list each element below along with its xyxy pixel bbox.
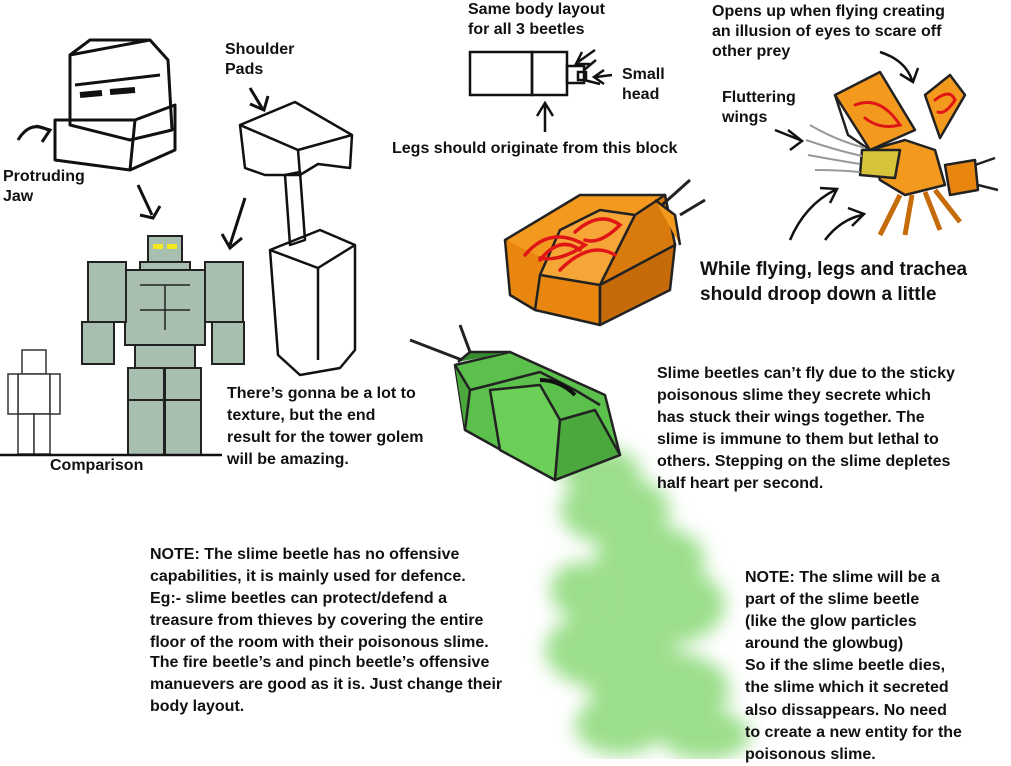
jaw-arrowhead bbox=[35, 124, 53, 143]
golem-eye-right bbox=[167, 244, 177, 249]
opens-up-arrow bbox=[879, 50, 920, 84]
head-to-golem-arrow bbox=[136, 184, 162, 220]
slime-beetle-note: NOTE: The slime beetle has no offensive … bbox=[150, 522, 489, 654]
slime-fly-note: Slime beetles can’t fly due to the stick… bbox=[657, 365, 955, 493]
golem-head-sketch bbox=[53, 38, 177, 172]
small-head-arrow bbox=[591, 68, 613, 86]
offensive-note: The fire beetle’s and pinch beetle’s off… bbox=[150, 654, 503, 716]
shoulder-pad-sketch bbox=[238, 100, 357, 377]
layout-arrow bbox=[573, 48, 596, 66]
flying-beetle bbox=[833, 70, 999, 237]
legs-origin-label: Legs should originate from this block bbox=[392, 140, 678, 157]
flying-beetle-eye-markings bbox=[853, 92, 957, 128]
slime-entity-note-keyword: NOTE: bbox=[745, 569, 795, 587]
slime-entity-note: NOTE: The slime will be a part of the sl… bbox=[745, 545, 962, 766]
flying-legs-label: While flying, legs and trachea should dr… bbox=[700, 259, 968, 305]
slime-entity-note-text: The slime will be a part of the slime be… bbox=[745, 569, 962, 763]
slime-beetle-note-keyword: NOTE: bbox=[150, 546, 200, 564]
slime-beetle-note-text: The slime beetle has no offensive capabi… bbox=[150, 546, 489, 652]
golem-eye-left bbox=[153, 244, 163, 249]
slime-beetle bbox=[409, 324, 622, 482]
golem-chest-lines bbox=[140, 284, 190, 330]
tower-golem bbox=[81, 235, 245, 456]
small-head-label: Small head bbox=[622, 66, 665, 103]
shoulder-pads-label: Shoulder Pads bbox=[225, 41, 295, 78]
body-layout-diagram bbox=[468, 50, 601, 97]
human-comparison bbox=[7, 349, 61, 455]
shoulder-arrow bbox=[248, 87, 270, 113]
body-layout-label: Same body layout for all 3 beetles bbox=[468, 1, 605, 38]
droop-arrow-1 bbox=[788, 186, 839, 241]
texture-note: There’s gonna be a lot to texture, but t… bbox=[227, 385, 424, 469]
fluttering-wings-label: Fluttering wings bbox=[722, 89, 796, 126]
fluttering-wing-lines bbox=[805, 124, 866, 173]
comparison-label: Comparison bbox=[50, 457, 144, 474]
legs-origin-arrow bbox=[535, 100, 555, 132]
slime-trail bbox=[545, 448, 750, 759]
wings-arrow bbox=[774, 128, 805, 151]
fire-beetle-eye-markings bbox=[523, 217, 623, 272]
opens-up-label: Opens up when flying creating an illusio… bbox=[712, 3, 945, 60]
protruding-jaw-label: Protruding Jaw bbox=[3, 168, 85, 205]
droop-arrow-2 bbox=[824, 206, 867, 241]
shoulder-to-golem-arrow bbox=[220, 197, 247, 251]
